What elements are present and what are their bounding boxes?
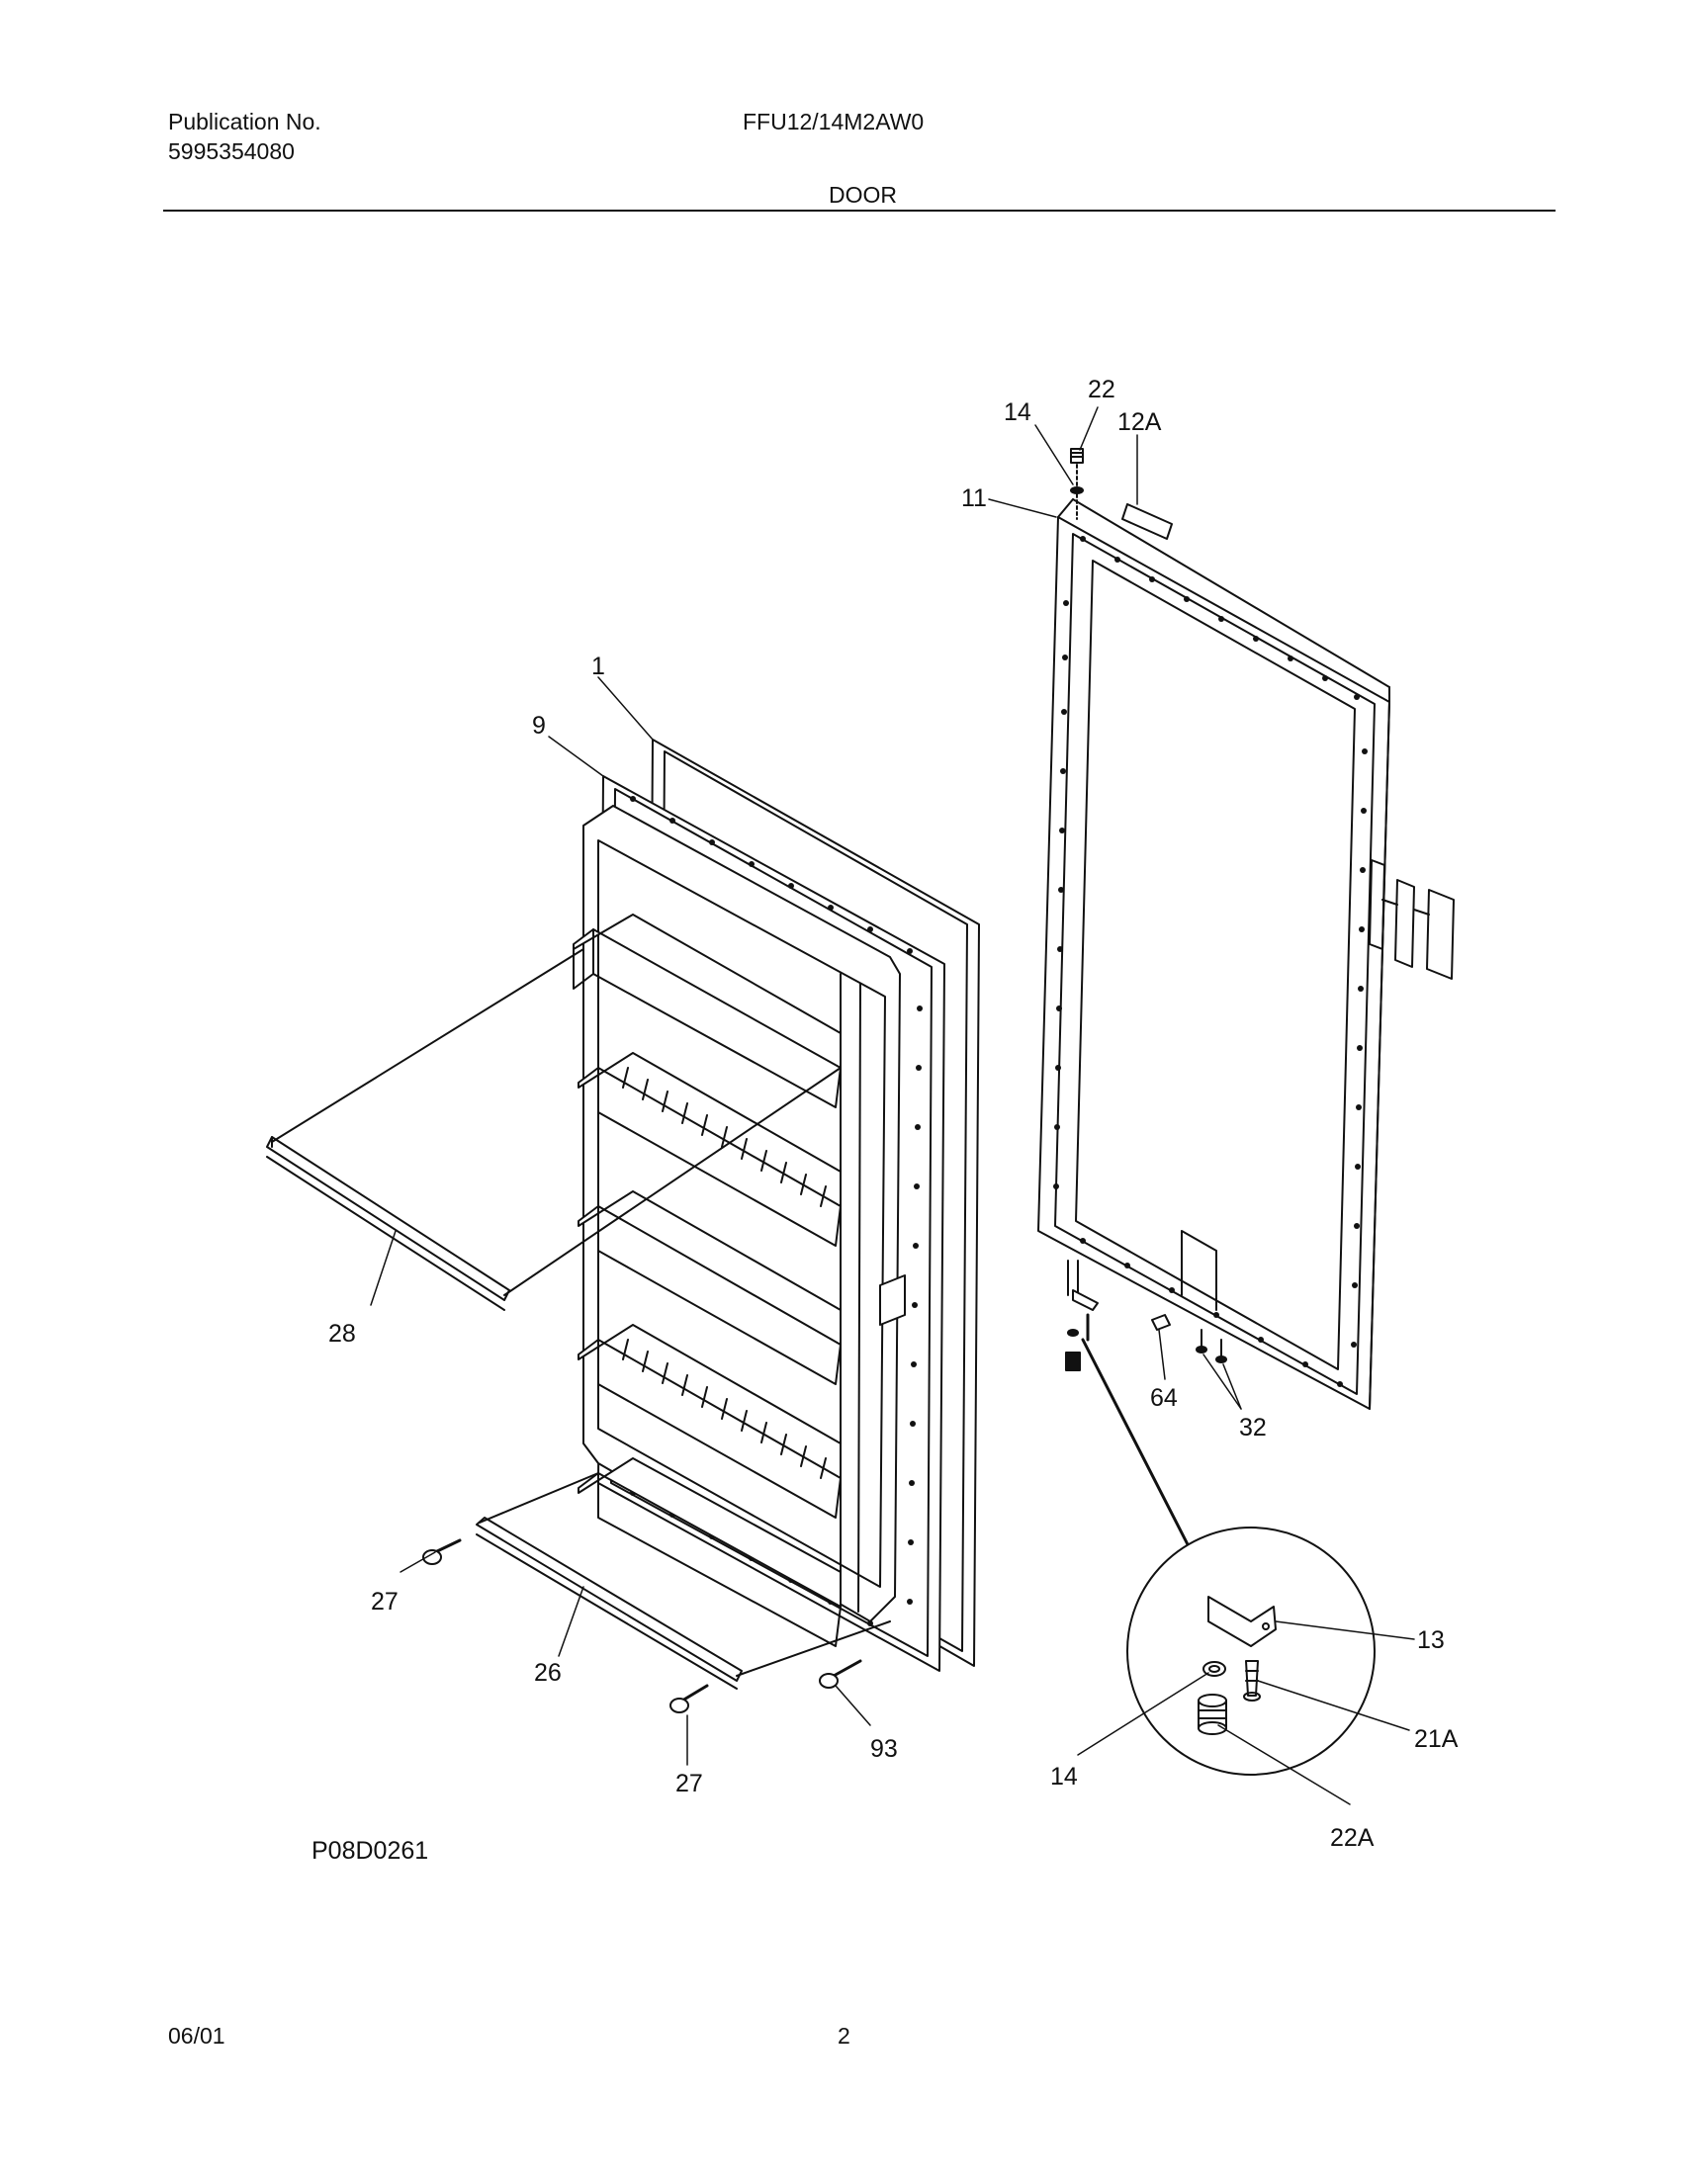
callout-21a: 21A: [1414, 1725, 1459, 1753]
callout-11: 11: [961, 484, 987, 512]
bottom-hinge-parts: [1065, 1260, 1227, 1371]
header-rule: [163, 210, 1556, 212]
section-title: DOOR: [829, 182, 897, 208]
callout-93: 93: [870, 1735, 898, 1763]
callout-64: 64: [1150, 1384, 1178, 1412]
detail-parts: [1198, 1596, 1277, 1735]
callout-32: 32: [1239, 1414, 1267, 1441]
door-handle: [1369, 859, 1455, 980]
callout-13: 13: [1417, 1626, 1445, 1654]
callout-labels: 1 9 28 27 26 27 93 11 14 22 12A 64 32 13…: [328, 376, 1459, 1852]
callout-9: 9: [532, 712, 546, 740]
callout-22: 22: [1088, 376, 1115, 403]
outer-door-panel: [1037, 498, 1390, 1410]
callout-28: 28: [328, 1320, 356, 1348]
callout-26: 26: [534, 1659, 562, 1687]
leader-lines: [370, 406, 1415, 1805]
callout-27-left: 27: [371, 1588, 399, 1616]
model-number: FFU12/14M2AW0: [743, 109, 925, 134]
publication-label: Publication No.: [168, 109, 321, 134]
liner-latch: [879, 1274, 906, 1326]
callout-14-detail: 14: [1050, 1763, 1078, 1791]
screws: [422, 1538, 862, 1713]
page-number: 2: [838, 2023, 850, 2049]
footer-date: 06/01: [168, 2023, 225, 2049]
callout-12a: 12A: [1117, 408, 1162, 436]
callout-27-bottom: 27: [675, 1770, 703, 1797]
shelf-bar-top: [266, 948, 842, 1311]
detail-circle: [1126, 1527, 1376, 1776]
drawing-id: P08D0261: [312, 1837, 429, 1865]
callout-14-top: 14: [1004, 398, 1031, 426]
top-hinge-parts: [1070, 448, 1173, 540]
outer-door-holes: [1053, 536, 1368, 1387]
door-shelves: [573, 914, 842, 1647]
publication-number: 5995354080: [168, 138, 295, 164]
shelf-bar-bottom: [476, 1472, 891, 1690]
callout-1: 1: [591, 653, 605, 680]
outer-door-slot: [1181, 1230, 1217, 1311]
callout-22a: 22A: [1330, 1824, 1375, 1852]
